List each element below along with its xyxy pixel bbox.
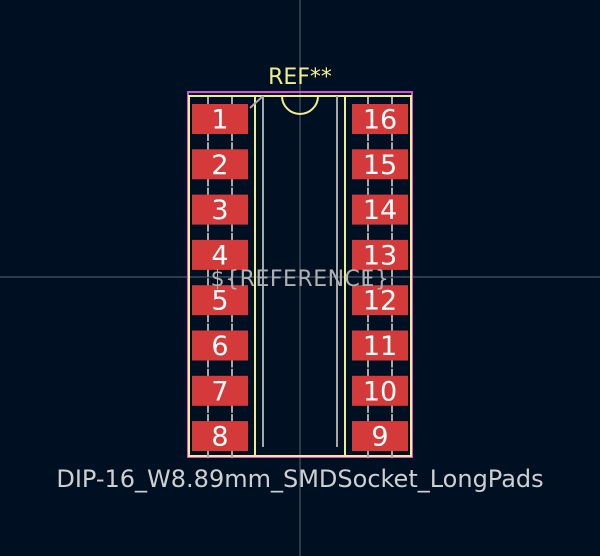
pad-number-label: 9 (371, 422, 388, 453)
pad-shape[interactable] (192, 375, 248, 406)
pad-13[interactable]: 13 (352, 239, 408, 272)
pad-number-label: 5 (211, 286, 228, 317)
pad-shape[interactable] (192, 194, 248, 225)
pad-shape[interactable] (192, 285, 248, 316)
pad-7[interactable]: 7 (192, 375, 248, 408)
pad-6[interactable]: 6 (192, 330, 248, 363)
pad-shape[interactable] (352, 330, 408, 361)
pad-shape[interactable] (352, 194, 408, 225)
pad-number-label: 3 (211, 195, 228, 226)
pad-14[interactable]: 14 (352, 194, 408, 227)
pad-shape[interactable] (192, 421, 248, 452)
pad-8[interactable]: 8 (192, 421, 248, 453)
pad-number-label: 7 (211, 376, 228, 407)
pad-number-label: 16 (363, 105, 397, 136)
pad-shape[interactable] (352, 285, 408, 316)
pad-number-label: 14 (363, 195, 397, 226)
pad-shape[interactable] (352, 375, 408, 406)
pad-shape[interactable] (192, 330, 248, 361)
footprint-value-label: DIP-16_W8.89mm_SMDSocket_LongPads (56, 465, 543, 493)
pad-4[interactable]: 4 (192, 239, 248, 272)
reference-field-label: ${REFERENCE} (211, 267, 390, 292)
silkscreen-outline (188, 95, 412, 457)
pad-shape[interactable] (192, 149, 248, 180)
pad-5[interactable]: 5 (192, 285, 248, 317)
pad-number-label: 15 (363, 150, 397, 181)
pad-shape[interactable] (192, 239, 248, 270)
pad-shape[interactable] (192, 104, 248, 134)
pad-shape[interactable] (352, 239, 408, 270)
pad-shape[interactable] (352, 104, 408, 134)
pad-number-label: 4 (211, 240, 228, 271)
fab-pin1-chamfer (249, 95, 264, 109)
pad-15[interactable]: 15 (352, 149, 408, 181)
pad-shape[interactable] (352, 421, 408, 452)
reference-label: REF** (268, 65, 332, 90)
pad-number-label: 1 (211, 105, 228, 136)
pad-number-label: 13 (363, 240, 397, 271)
pad-number-label: 12 (363, 286, 397, 317)
pad-10[interactable]: 10 (352, 375, 408, 408)
pad-number-label: 2 (211, 150, 228, 181)
pad-number-label: 6 (211, 331, 228, 362)
pad-number-label: 8 (211, 422, 228, 453)
pad-1[interactable]: 1 (192, 104, 248, 136)
pad-2[interactable]: 2 (192, 149, 248, 181)
pad-number-label: 11 (363, 331, 397, 362)
pad-shape[interactable] (352, 149, 408, 180)
pin1-notch (281, 95, 319, 115)
pad-11[interactable]: 11 (352, 330, 408, 363)
pad-3[interactable]: 3 (192, 194, 248, 227)
pad-9[interactable]: 9 (352, 421, 408, 453)
pad-12[interactable]: 12 (352, 285, 408, 317)
pad-16[interactable]: 16 (352, 104, 408, 136)
pad-number-label: 10 (363, 376, 397, 407)
